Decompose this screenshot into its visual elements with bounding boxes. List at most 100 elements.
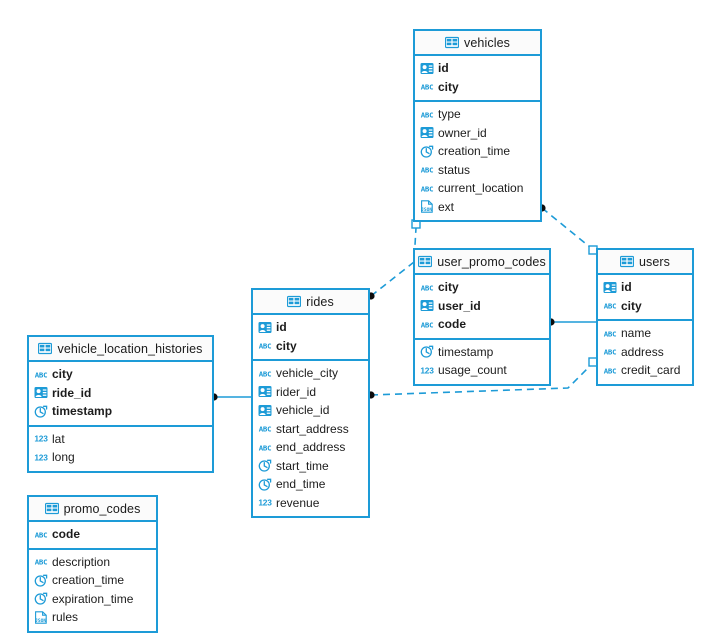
table-header-rides[interactable]: rides	[253, 290, 368, 315]
relationship-user_promo_codes-to-users[interactable]	[547, 318, 596, 326]
field-row[interactable]: ABC city	[29, 365, 212, 384]
field-row[interactable]: timestamp	[415, 343, 549, 362]
string-field-icon: ABC	[420, 163, 434, 176]
field-row[interactable]: id	[598, 278, 692, 297]
string-field-icon: ABC	[603, 327, 617, 340]
table-header-promo_codes[interactable]: promo_codes	[29, 497, 156, 522]
table-title: promo_codes	[63, 501, 141, 516]
field-name: rules	[52, 610, 79, 625]
svg-text:ABC: ABC	[259, 425, 271, 434]
field-row[interactable]: ride_id	[29, 384, 212, 403]
string-field-icon: ABC	[420, 182, 434, 195]
field-name: description	[52, 554, 111, 569]
field-name: lat	[52, 431, 65, 446]
table-header-vehicle_location_histories[interactable]: vehicle_location_histories	[29, 337, 212, 362]
field-row[interactable]: ABC city	[598, 297, 692, 316]
field-row[interactable]: 123 lat	[29, 430, 212, 449]
string-field-icon: ABC	[34, 528, 48, 541]
field-row[interactable]: ABC start_address	[253, 420, 368, 439]
field-row[interactable]: id	[253, 318, 368, 337]
table-icon	[445, 36, 460, 49]
field-row[interactable]: creation_time	[415, 142, 540, 161]
field-name: ext	[438, 199, 455, 214]
timestamp-field-icon	[34, 574, 48, 587]
svg-text:ABC: ABC	[421, 166, 433, 175]
field-name: code	[438, 317, 467, 332]
field-name: id	[438, 61, 449, 76]
table-header-user_promo_codes[interactable]: user_promo_codes	[415, 250, 549, 275]
json-field-icon: JSON	[34, 611, 48, 624]
field-name: timestamp	[438, 344, 494, 359]
relationship-vehicles-to-users[interactable]	[538, 204, 598, 255]
number-field-icon: 123	[34, 432, 48, 445]
timestamp-field-icon	[34, 405, 48, 418]
number-field-icon: 123	[258, 496, 272, 509]
uuid-field-icon	[420, 62, 434, 75]
string-field-icon: ABC	[34, 368, 48, 381]
field-row[interactable]: creation_time	[29, 571, 156, 590]
field-row[interactable]: owner_id	[415, 124, 540, 143]
table-icon	[287, 295, 302, 308]
field-name: creation_time	[52, 573, 125, 588]
string-field-icon: ABC	[258, 367, 272, 380]
table-header-vehicles[interactable]: vehicles	[415, 31, 540, 56]
field-name: city	[52, 367, 73, 382]
field-row[interactable]: JSON rules	[29, 608, 156, 627]
field-row[interactable]: expiration_time	[29, 590, 156, 609]
field-name: start_address	[276, 421, 349, 436]
field-name: user_id	[438, 298, 481, 313]
table-icon	[38, 342, 53, 355]
field-name: city	[438, 280, 459, 295]
field-row[interactable]: end_time	[253, 475, 368, 494]
string-field-icon: ABC	[603, 299, 617, 312]
table-title: vehicles	[464, 35, 510, 50]
field-row[interactable]: vehicle_id	[253, 401, 368, 420]
field-row[interactable]: user_id	[415, 297, 549, 316]
field-name: end_time	[276, 477, 326, 492]
field-row[interactable]: ABC city	[415, 278, 549, 297]
field-row[interactable]: id	[415, 59, 540, 78]
field-row[interactable]: timestamp	[29, 402, 212, 421]
field-name: city	[621, 298, 642, 313]
svg-text:ABC: ABC	[259, 443, 271, 452]
field-row[interactable]: rider_id	[253, 383, 368, 402]
field-row[interactable]: ABC code	[415, 315, 549, 334]
string-field-icon: ABC	[420, 281, 434, 294]
table-header-users[interactable]: users	[598, 250, 692, 275]
field-name: creation_time	[438, 144, 511, 159]
svg-text:JSON: JSON	[35, 618, 46, 624]
field-name: credit_card	[621, 363, 681, 378]
string-field-icon: ABC	[420, 318, 434, 331]
relationship-vehicle_location_histories-to-rides[interactable]	[210, 393, 251, 401]
uuid-field-icon	[258, 321, 272, 334]
table-icon	[44, 502, 59, 515]
field-row[interactable]: start_time	[253, 457, 368, 476]
